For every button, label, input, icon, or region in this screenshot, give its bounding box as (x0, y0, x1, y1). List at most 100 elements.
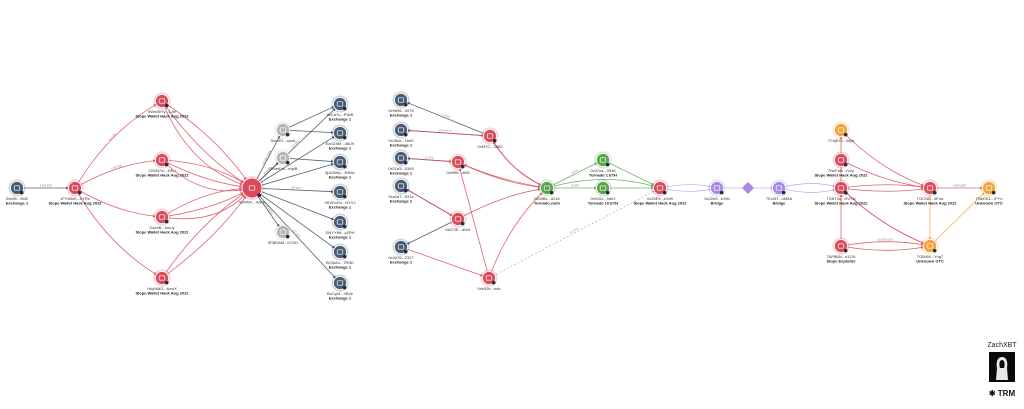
node-entity-label: Slope Wallet Hack Aug 2022 (814, 201, 868, 206)
edge-n39-n35[interactable] (845, 192, 931, 247)
node-address: 0xb9b...9bf2 (6, 196, 29, 201)
node-circle (710, 181, 724, 195)
edge-n38-n39[interactable] (840, 245, 925, 251)
graph-node-n8[interactable]: 9nc1fG...cpzA (270, 121, 296, 144)
wallet-icon (336, 101, 344, 107)
edge-n27-n23[interactable] (492, 141, 548, 189)
edge-n6-n7[interactable] (161, 195, 247, 279)
edge-n22-n26[interactable] (400, 246, 484, 277)
edge-n27-n24[interactable] (463, 164, 548, 189)
edge-n2-n7[interactable] (161, 100, 245, 183)
chain-badge-icon (991, 190, 996, 195)
edge-n7-n16[interactable] (251, 187, 336, 249)
graph-node-n26[interactable]: 0xb32b...edb (477, 269, 501, 292)
edge-n5-n7[interactable] (161, 192, 244, 218)
node-entity-label: Exchange 1 (329, 205, 352, 210)
node-circle (155, 271, 169, 285)
edge-n5-n7[interactable] (161, 187, 243, 218)
edge-n4-n2[interactable] (74, 103, 157, 189)
edge-n24-n27[interactable] (457, 161, 542, 189)
edge-n5-n7[interactable] (161, 194, 246, 220)
edge-n2-n7[interactable] (161, 100, 247, 181)
node-address: 9SVKxDn...NYXJ (325, 200, 356, 205)
edge-n27-n30[interactable] (546, 179, 655, 189)
edge-n3-n7[interactable] (161, 159, 243, 188)
node-address: 7Rve9Yu...eqxB (269, 166, 298, 171)
edge-n19-n23[interactable] (400, 129, 485, 137)
node-entity-label: Exchange 1 (390, 113, 413, 118)
wallet-icon (336, 219, 344, 225)
edge-n35-n36[interactable] (840, 184, 925, 189)
edge-n6-n7[interactable] (161, 193, 245, 279)
graph-node-n25[interactable]: 0x672E...a0e1 (445, 210, 472, 233)
node-circle (276, 225, 290, 239)
edge-n4-n3[interactable] (74, 159, 157, 189)
graph-node-n9[interactable]: 7Rve9Yu...eqxB (269, 149, 298, 172)
graph-node-n23[interactable]: 0xf37C...3982 (478, 127, 504, 150)
watermark-author: ZachXBT (987, 342, 1017, 349)
chain-badge-icon (342, 106, 347, 111)
graph-node-n24[interactable]: 0x5f96...4f08 (446, 153, 470, 176)
edge-n7-n17[interactable] (251, 187, 336, 279)
edge-n33-n36[interactable] (840, 129, 925, 187)
edge-n3-n7[interactable] (161, 159, 244, 184)
node-address: BCMAn...7RNK (326, 260, 354, 265)
edge-n3-n7[interactable] (161, 159, 243, 192)
edge-n39-n37[interactable] (929, 192, 985, 247)
node-address: 0x9696...4976 (388, 108, 414, 113)
edge-label: 102 SOL (292, 228, 302, 239)
wallet-icon (656, 185, 664, 191)
wallet-icon (775, 185, 783, 191)
edge-n38-n39[interactable] (840, 241, 925, 247)
node-circle (394, 240, 408, 254)
edge-n25-n27[interactable] (457, 187, 542, 220)
edge-label: 7.1 ETH (441, 112, 451, 119)
edge-n23-n18[interactable] (406, 101, 491, 137)
node-circle (834, 153, 848, 167)
edge-n35-n36[interactable] (840, 187, 925, 192)
graph-node-n10[interactable]: 5FBDAM...KZXD (268, 223, 298, 246)
edge-n26-n27[interactable] (488, 192, 543, 279)
graph-node-n7[interactable]: 4zRWX...4ZEb (239, 176, 266, 205)
edge-n4-n5[interactable] (74, 187, 157, 218)
edge-label: 0.1 ETH (569, 227, 579, 235)
edge-n7-n11[interactable] (251, 108, 336, 189)
node-circle (394, 179, 408, 193)
edge-n2-n7[interactable] (161, 100, 244, 186)
edge-n4-n6[interactable] (74, 187, 157, 275)
edge-n26-n24[interactable] (458, 167, 490, 279)
graph-node-n33[interactable]: 7Cnj5Yv...34yb (828, 121, 855, 144)
edge-n26-n30[interactable] (488, 190, 655, 279)
edge-label: 10 ETH (571, 184, 580, 188)
